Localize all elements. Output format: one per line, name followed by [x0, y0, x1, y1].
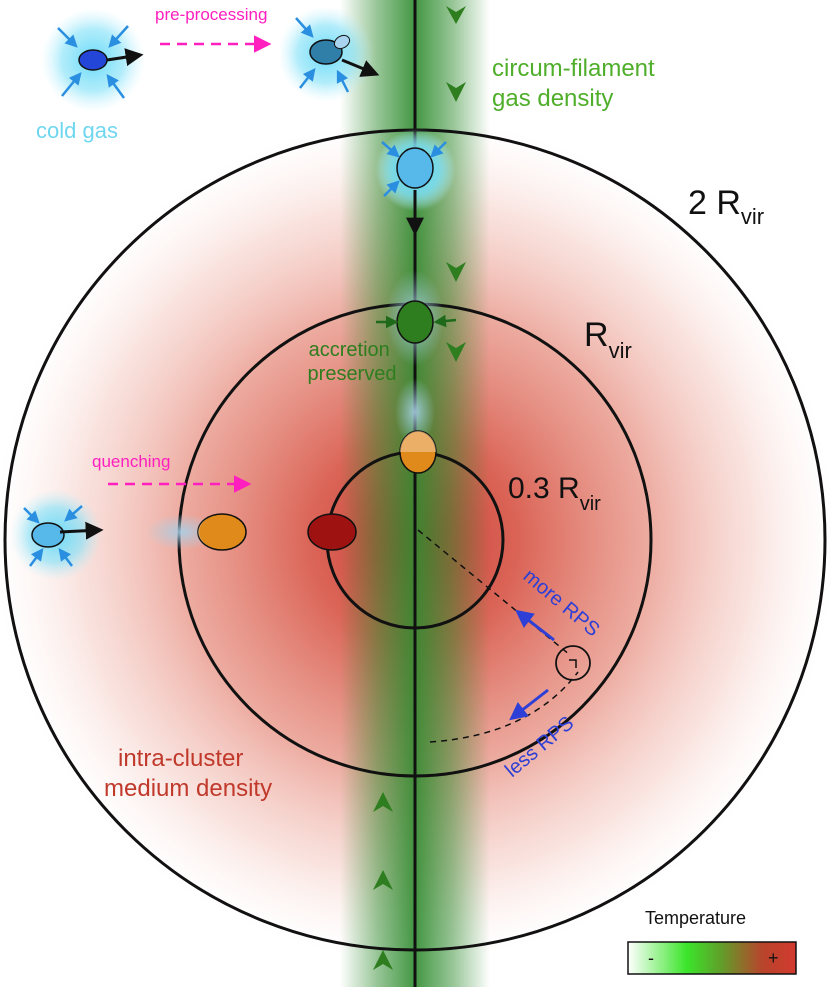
label-rvir: Rvir: [584, 316, 632, 363]
rps-galaxy: [555, 645, 591, 681]
temperature-legend: Temperature - +: [627, 908, 797, 975]
cold-gas-galaxy: [41, 8, 145, 112]
less-rps-arrow: [509, 688, 549, 721]
more-rps-arrow: [515, 609, 555, 642]
label-2rvir: 2 Rvir: [688, 184, 764, 229]
label-rvir-sub: vir: [609, 338, 632, 363]
icm-density-label: intra-cluster medium density: [104, 745, 272, 802]
cold-gas-label: cold gas: [36, 118, 118, 143]
circum-filament-line1: circum-filament: [492, 55, 655, 82]
icm-line2: medium density: [104, 775, 272, 802]
icm-line1: intra-cluster: [118, 745, 243, 772]
filament-infalling-galaxy: [375, 128, 456, 236]
accretion-preserved-label: accretion preserved: [308, 339, 397, 385]
accretion-line1: accretion: [309, 339, 390, 361]
temperature-minus: -: [648, 948, 654, 968]
circum-filament-label: circum-filament gas density: [492, 55, 661, 112]
stripped-filament-galaxy: [395, 378, 437, 474]
left-cold-gas-galaxy: [10, 489, 104, 581]
temperature-legend-title: Temperature: [645, 908, 746, 928]
label-2rvir-sub: vir: [741, 204, 764, 229]
temperature-colorbar: [627, 941, 797, 975]
label-03rvir: 0.3 Rvir: [508, 472, 601, 515]
rps-less-path: [429, 671, 579, 743]
accretion-preserved-galaxy: [376, 270, 457, 366]
core-red-galaxy: [307, 513, 357, 551]
temperature-plus: +: [768, 948, 779, 968]
label-03rvir-main: 0.3 R: [508, 472, 580, 505]
quenched-galaxy: [146, 513, 247, 551]
circum-filament-line2: gas density: [492, 85, 613, 112]
label-rvir-main: R: [584, 316, 609, 354]
filament-inflow-arrows-top: [446, 6, 466, 362]
rps-galaxy-mark: [569, 659, 577, 668]
filament-inflow-arrows-bottom: [373, 792, 393, 970]
pre-processing-label: pre-processing: [155, 5, 267, 24]
accretion-line2: preserved: [308, 363, 397, 385]
label-03rvir-sub: vir: [580, 493, 601, 515]
label-2rvir-main: 2 R: [688, 184, 741, 222]
pre-processed-galaxy: [278, 6, 380, 102]
quenching-label: quenching: [92, 452, 170, 471]
